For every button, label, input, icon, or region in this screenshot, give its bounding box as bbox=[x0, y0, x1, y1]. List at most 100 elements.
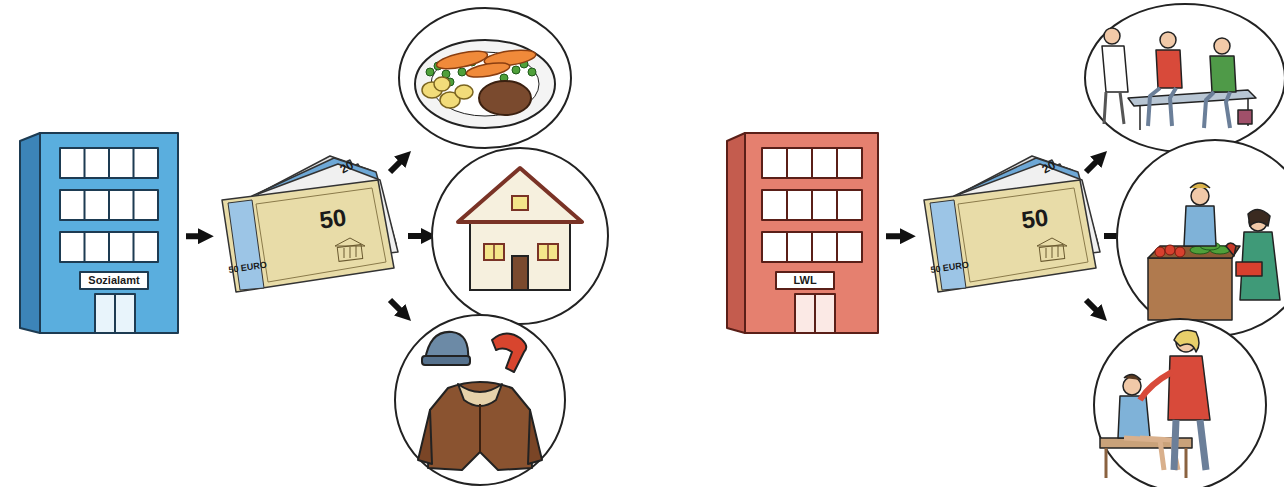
food-plate-part bbox=[435, 47, 537, 79]
banknote-value: 20 bbox=[1040, 159, 1057, 176]
office-building-part bbox=[795, 294, 835, 333]
food-plate-part-part bbox=[465, 60, 510, 79]
clothing-part bbox=[418, 410, 542, 464]
assistance-scene-part bbox=[1140, 372, 1172, 400]
banknote-bundle-part-part bbox=[337, 245, 363, 262]
food-plate-part bbox=[422, 77, 473, 108]
office-building-part bbox=[114, 294, 116, 333]
banknote-value: 50 bbox=[318, 205, 348, 232]
office-building bbox=[727, 133, 878, 333]
clothing-part bbox=[458, 384, 502, 406]
house-part bbox=[470, 214, 570, 290]
food-plate-part-part bbox=[426, 68, 434, 76]
food-plate-part bbox=[479, 81, 531, 115]
consultation-scene-part bbox=[1160, 32, 1176, 48]
assistance-scene-part bbox=[1174, 420, 1206, 470]
office-building-part bbox=[762, 148, 862, 262]
office-building-part bbox=[745, 133, 878, 333]
assistance-scene-part bbox=[1124, 438, 1178, 470]
clothing-part bbox=[492, 333, 526, 372]
house-part bbox=[432, 148, 608, 324]
banknote-value: 50 EURO bbox=[228, 261, 267, 275]
food-plate-part-part bbox=[458, 68, 466, 76]
consultation-scene-part bbox=[1104, 28, 1120, 44]
consultation-scene-part bbox=[1156, 50, 1182, 88]
office-building: LWL bbox=[727, 133, 878, 333]
office-building-part bbox=[40, 133, 178, 333]
banknote-bundle-part bbox=[222, 180, 394, 292]
arrow-part bbox=[1086, 300, 1098, 312]
arrow-part bbox=[390, 160, 402, 172]
food-plate-part bbox=[399, 8, 571, 148]
consultation-scene bbox=[1085, 4, 1284, 152]
market-scene-part bbox=[1236, 262, 1262, 276]
market-scene-part bbox=[1248, 209, 1270, 226]
house-part bbox=[470, 289, 570, 291]
office-building-part bbox=[95, 294, 135, 333]
market-scene-part-part bbox=[1155, 247, 1165, 257]
banknote-value: 20 bbox=[338, 159, 355, 176]
flow-arrow bbox=[186, 233, 201, 239]
arrow-part bbox=[390, 300, 402, 312]
office-building-part bbox=[727, 133, 745, 333]
market-scene-part bbox=[1148, 246, 1240, 258]
assistance-scene-part bbox=[1123, 377, 1141, 395]
consultation-scene-part bbox=[1210, 56, 1236, 92]
banknote-bundle bbox=[924, 156, 1100, 292]
market-scene-part-part bbox=[1175, 247, 1185, 257]
building-sign: Sozialamt bbox=[80, 272, 148, 289]
market-scene bbox=[1117, 140, 1284, 336]
assistance-scene-part bbox=[1124, 374, 1141, 380]
clothing-part bbox=[479, 404, 481, 452]
banknote-bundle: 20 50 50 EURO bbox=[218, 155, 400, 300]
arrow-part bbox=[408, 233, 424, 239]
food-plate-part bbox=[415, 40, 555, 128]
clothing-part bbox=[395, 315, 565, 485]
consultation-scene-part bbox=[1102, 46, 1128, 92]
office-building-part bbox=[787, 148, 837, 262]
assistance-scene-part bbox=[1118, 396, 1150, 438]
market-scene-part bbox=[1226, 243, 1236, 256]
office-building bbox=[20, 133, 178, 333]
consultation-scene-part bbox=[1148, 88, 1176, 126]
office-building-part bbox=[60, 148, 158, 262]
banknote-bundle-part-part bbox=[344, 246, 356, 258]
house bbox=[432, 148, 608, 324]
assistance-scene-part bbox=[1094, 319, 1266, 487]
consultation-scene-part bbox=[1085, 4, 1284, 152]
food-plate bbox=[399, 8, 571, 148]
house-part bbox=[458, 168, 582, 222]
office-building-part bbox=[80, 272, 148, 289]
banknote-bundle-part bbox=[228, 200, 264, 290]
food-plate-part-part bbox=[455, 85, 473, 99]
consultation-scene-part bbox=[1238, 110, 1252, 124]
consultation-scene-part bbox=[1104, 92, 1124, 124]
consultation-scene-part bbox=[1204, 92, 1230, 128]
consultation-scene-part bbox=[1128, 90, 1256, 106]
consultation-scene-part bbox=[1140, 98, 1248, 130]
assistance-scene-part bbox=[1174, 330, 1199, 352]
assistance-scene bbox=[1094, 319, 1266, 487]
arrow-part bbox=[1086, 160, 1098, 172]
office-building-part bbox=[776, 272, 834, 289]
office-building-part bbox=[85, 148, 134, 262]
building-sign: LWL bbox=[776, 272, 834, 289]
food-plate-part-part bbox=[512, 66, 520, 74]
house-part bbox=[512, 256, 528, 290]
banknote-bundle-part bbox=[335, 238, 365, 261]
banknote-value: 50 EURO bbox=[930, 261, 969, 275]
office-building: Sozialamt bbox=[20, 133, 178, 333]
clothing bbox=[395, 315, 565, 485]
office-building-part bbox=[20, 133, 40, 333]
food-plate-part-part bbox=[434, 77, 450, 91]
market-scene-part bbox=[1148, 258, 1232, 320]
banknote-bundle bbox=[222, 156, 398, 292]
market-scene-part bbox=[1155, 245, 1185, 257]
clothing-part bbox=[422, 356, 470, 365]
food-plate-part-part bbox=[528, 68, 536, 76]
office-building-part bbox=[814, 294, 816, 333]
banknote-bundle-part bbox=[256, 188, 386, 282]
market-scene-part bbox=[1184, 206, 1216, 246]
